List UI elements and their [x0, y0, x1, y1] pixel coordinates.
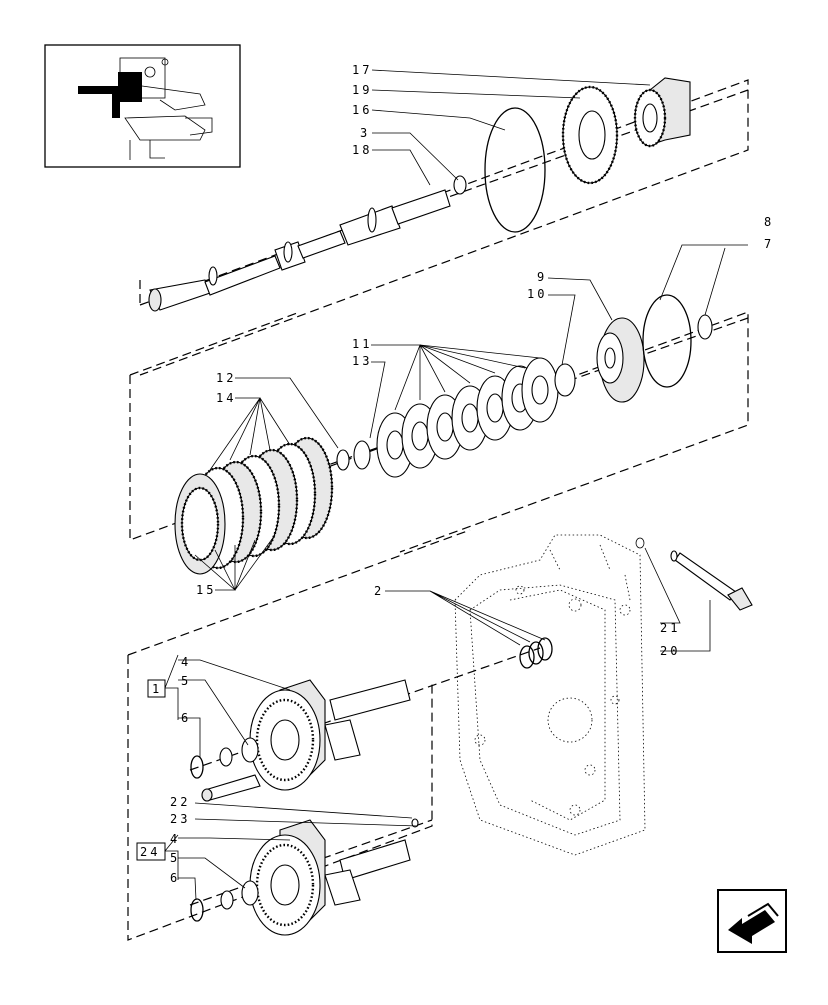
locator-thumbnail — [44, 44, 241, 168]
callout-2: 2 — [374, 584, 384, 598]
next-page-arrow-icon[interactable] — [717, 889, 787, 953]
snap-ring-12 — [336, 449, 350, 471]
callout-11: 11 — [352, 337, 372, 351]
callout-12: 12 — [216, 371, 236, 385]
group-box-1: 1 — [147, 679, 166, 698]
callout-15: 15 — [196, 583, 216, 597]
svg-text:1: 1 — [152, 682, 162, 696]
belleville-springs-11 — [376, 357, 559, 478]
callout-labels: 17 19 16 3 18 8 7 9 10 11 13 12 14 15 2 … — [170, 63, 774, 885]
callout-3: 3 — [360, 126, 370, 140]
pinion-5-upper — [241, 737, 259, 763]
callout-4-lower: 4 — [170, 832, 180, 846]
washer-5-upper — [219, 747, 233, 767]
callout-7: 7 — [764, 237, 774, 251]
callout-23: 23 — [170, 812, 190, 826]
piston-9 — [596, 317, 645, 403]
gear-17 — [633, 77, 691, 148]
clutch-plate-pack — [174, 436, 334, 575]
leader-lines — [164, 69, 748, 901]
callout-19: 19 — [352, 83, 372, 97]
pinion-5-lower — [241, 880, 259, 906]
callout-17: 17 — [352, 63, 372, 77]
snap-ring-6-upper — [190, 755, 204, 779]
planetary-carrier-lower — [249, 819, 411, 936]
group-outline-middle — [129, 311, 749, 553]
callout-10: 10 — [527, 287, 547, 301]
group-outline-bottom — [127, 529, 471, 941]
washer-13 — [353, 440, 371, 470]
callout-22: 22 — [170, 795, 190, 809]
callout-4-upper: 4 — [181, 655, 191, 669]
callout-6-upper: 6 — [181, 711, 191, 725]
group-box-24: 24 — [136, 842, 166, 861]
callout-9: 9 — [537, 270, 547, 284]
callout-14: 14 — [216, 391, 236, 405]
snap-ring-16 — [484, 107, 546, 233]
washer-21 — [635, 537, 645, 549]
snap-ring-3 — [453, 175, 467, 195]
pin-23 — [411, 818, 419, 828]
seal-ring-8 — [642, 294, 692, 388]
callout-16: 16 — [352, 103, 372, 117]
callout-21: 21 — [660, 621, 680, 635]
callout-5-upper: 5 — [181, 674, 191, 688]
callout-20: 20 — [660, 644, 680, 658]
callout-8: 8 — [764, 215, 774, 229]
snap-ring-6-lower — [190, 898, 204, 922]
transmission-housing — [454, 534, 646, 856]
svg-text:24: 24 — [140, 845, 160, 859]
washer-5-lower — [220, 890, 234, 910]
output-shaft — [148, 189, 451, 312]
callout-6-lower: 6 — [170, 871, 180, 885]
bolt-20 — [670, 550, 753, 611]
seal-rings-2 — [519, 637, 553, 669]
planetary-carrier-upper — [249, 679, 411, 791]
pin-22 — [201, 774, 261, 802]
washer-10 — [554, 363, 576, 397]
o-ring-7 — [697, 314, 713, 340]
callout-13: 13 — [352, 354, 372, 368]
callout-5-lower: 5 — [170, 851, 180, 865]
callout-18: 18 — [352, 143, 372, 157]
